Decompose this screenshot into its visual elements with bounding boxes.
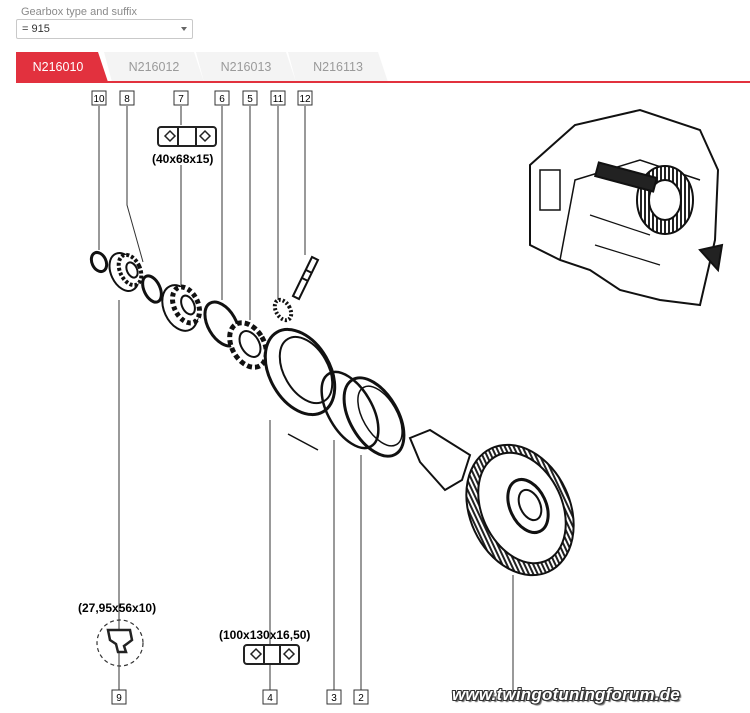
dimension-9: (27,95x56x10) (78, 601, 156, 615)
part-shaft-12 (291, 255, 320, 301)
tab-n216013[interactable]: N216013 (196, 52, 296, 82)
callout-5[interactable]: 5 (242, 90, 258, 106)
gearbox-select-value: = 915 (22, 23, 50, 35)
tab-shape (288, 52, 388, 82)
callout-4[interactable]: 4 (262, 689, 278, 705)
tab-label: N216013 (220, 60, 272, 74)
tab-shape (16, 52, 108, 82)
part-cage-5 (227, 320, 269, 370)
tab-shape (104, 52, 204, 82)
dimension-7: (40x68x15) (152, 152, 213, 166)
svg-text:3: 3 (331, 693, 337, 704)
callout-10[interactable]: 10 (91, 90, 107, 106)
tab-label: N216010 (32, 60, 84, 74)
tab-shape (196, 52, 296, 82)
exploded-parts-diagram: 10 8 7 6 5 11 12 9 4 3 2 (40x68x15) (27,… (78, 90, 724, 705)
part-circlip-10 (89, 250, 109, 274)
svg-text:8: 8 (124, 94, 130, 105)
svg-text:10: 10 (93, 94, 105, 105)
svg-text:11: 11 (273, 94, 284, 105)
callout-12[interactable]: 12 (297, 90, 313, 106)
callout-6[interactable]: 6 (214, 90, 230, 106)
chevron-down-icon (181, 27, 187, 31)
svg-text:4: 4 (267, 693, 273, 704)
bearing-symbol-icon (157, 126, 217, 147)
seal-section-icon (96, 619, 144, 667)
bearing-symbol-icon (243, 644, 300, 665)
part-differential-crown-wheel (408, 428, 575, 577)
part-pinion-11 (272, 297, 294, 323)
part-ring-2 (342, 376, 406, 458)
gearbox-overview-icon (529, 108, 724, 307)
part-pin (287, 433, 319, 451)
callout-2[interactable]: 2 (353, 689, 369, 705)
part-bearing-9 (108, 252, 144, 292)
callout-3[interactable]: 3 (326, 689, 342, 705)
svg-text:5: 5 (247, 94, 253, 105)
part-bearing-race-4 (263, 327, 337, 417)
tab-n216113[interactable]: N216113 (288, 52, 388, 82)
gearbox-field-label: Gearbox type and suffix (21, 6, 137, 18)
watermark: www.twingotuningforum.de (452, 685, 680, 704)
gearbox-select[interactable]: = 915 (16, 19, 193, 39)
svg-text:2: 2 (358, 693, 364, 704)
tab-label: N216012 (128, 60, 180, 74)
callout-9[interactable]: 9 (111, 689, 127, 705)
svg-text:7: 7 (178, 94, 184, 105)
tab-label: N216113 (313, 60, 363, 74)
tab-n216010[interactable]: N216010 (16, 52, 108, 82)
callout-7[interactable]: 7 (173, 90, 189, 106)
svg-text:12: 12 (299, 94, 311, 105)
tab-underline (16, 81, 750, 83)
part-bearing-7 (161, 284, 203, 332)
tab-n216012[interactable]: N216012 (104, 52, 204, 82)
svg-text:9: 9 (116, 693, 122, 704)
svg-text:6: 6 (219, 94, 225, 105)
dimension-4: (100x130x16,50) (219, 628, 310, 642)
part-shim-3 (320, 370, 380, 450)
callout-8[interactable]: 8 (119, 90, 135, 106)
callout-11[interactable]: 11 (270, 90, 286, 106)
part-ring-8 (141, 274, 163, 304)
